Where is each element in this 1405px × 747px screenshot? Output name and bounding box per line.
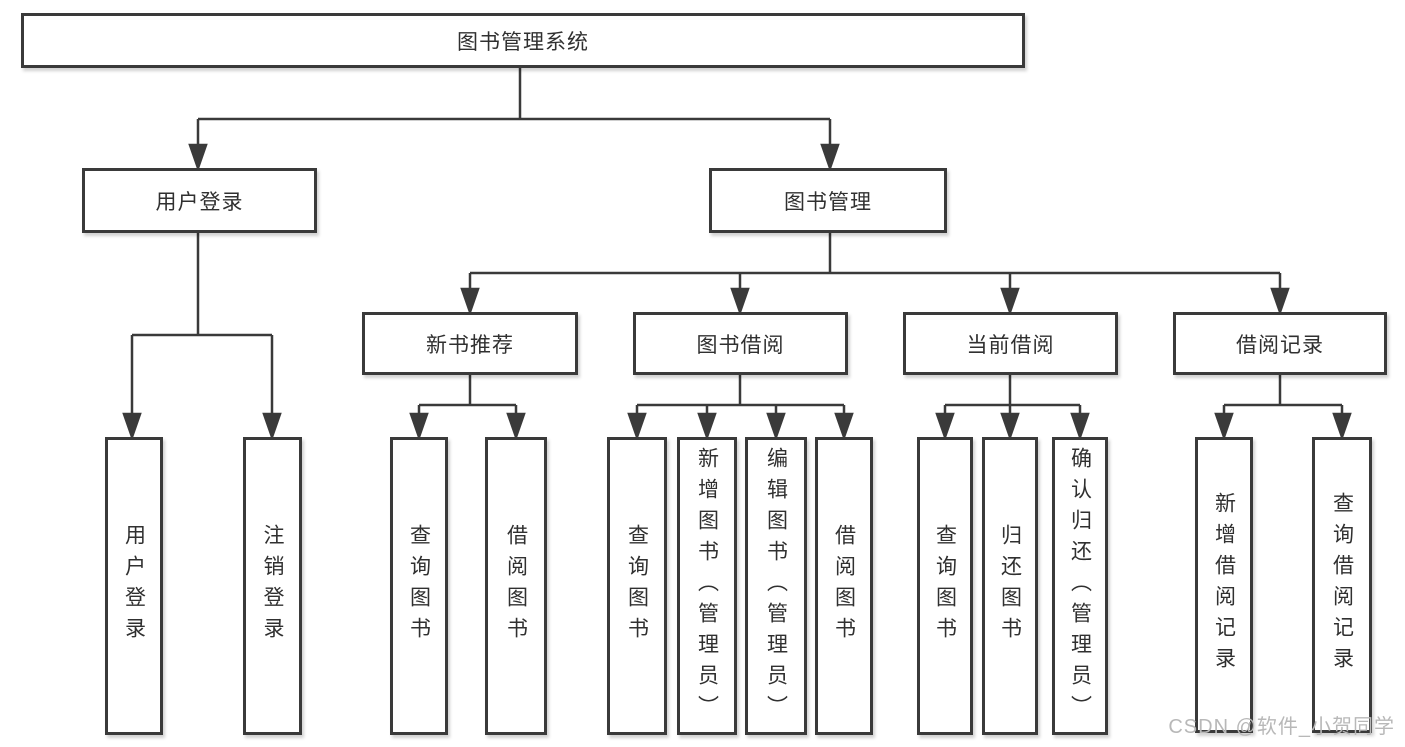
csdn-watermark: CSDN @软件_小贺同学	[1168, 716, 1395, 738]
arrowhead	[627, 412, 647, 441]
leaf-query-books-current: 查询图书	[917, 437, 973, 735]
leaf-return-books: 归还图书	[982, 437, 1038, 735]
arrowhead	[935, 412, 955, 441]
node-current-borrowing: 当前借阅	[903, 312, 1118, 375]
leaf-borrow-books-recommend: 借阅图书	[485, 437, 547, 735]
leaf-logout: 注销登录	[243, 437, 302, 735]
node-book-management: 图书管理	[709, 168, 947, 233]
arrowhead	[730, 287, 750, 316]
leaf-add-borrow-record: 新增借阅记录	[1195, 437, 1253, 733]
arrowhead	[188, 143, 208, 172]
leaf-query-books-recommend: 查询图书	[390, 437, 448, 735]
arrowhead	[1000, 412, 1020, 441]
node-root: 图书管理系统	[21, 13, 1025, 68]
arrowhead	[1332, 412, 1352, 441]
connector-root-to-level2	[188, 68, 840, 172]
node-book-borrowing: 图书借阅	[633, 312, 848, 375]
connector-newbook-to-leaves	[409, 375, 526, 441]
arrowhead	[1270, 287, 1290, 316]
connector-userlogin-to-leaves	[122, 233, 282, 441]
arrowhead	[1214, 412, 1234, 441]
arrowhead	[834, 412, 854, 441]
arrowhead	[409, 412, 429, 441]
node-new-book-recommend: 新书推荐	[362, 312, 578, 375]
arrowhead	[766, 412, 786, 441]
arrowhead	[1070, 412, 1090, 441]
connector-borrowing-to-leaves	[627, 375, 854, 441]
leaf-confirm-return-admin: 确认归还（管理员）	[1052, 437, 1108, 735]
leaf-query-books-borrowing: 查询图书	[607, 437, 667, 735]
arrowhead	[262, 412, 282, 441]
arrowhead	[506, 412, 526, 441]
connector-records-to-leaves	[1214, 375, 1352, 441]
arrowhead	[697, 412, 717, 441]
leaf-borrow-books: 借阅图书	[815, 437, 873, 735]
leaf-query-borrow-record: 查询借阅记录	[1312, 437, 1372, 733]
connector-current-to-leaves	[935, 375, 1090, 441]
node-borrowing-records: 借阅记录	[1173, 312, 1387, 375]
arrowhead	[460, 287, 480, 316]
leaf-edit-books-admin: 编辑图书（管理员）	[745, 437, 807, 735]
leaf-add-books-admin: 新增图书（管理员）	[677, 437, 737, 735]
arrowhead	[1000, 287, 1020, 316]
arrowhead	[122, 412, 142, 441]
arrowhead	[820, 143, 840, 172]
node-user-login: 用户登录	[82, 168, 317, 233]
connector-bookmgmt-to-level3	[460, 233, 1290, 316]
leaf-user-login: 用户登录	[105, 437, 163, 735]
